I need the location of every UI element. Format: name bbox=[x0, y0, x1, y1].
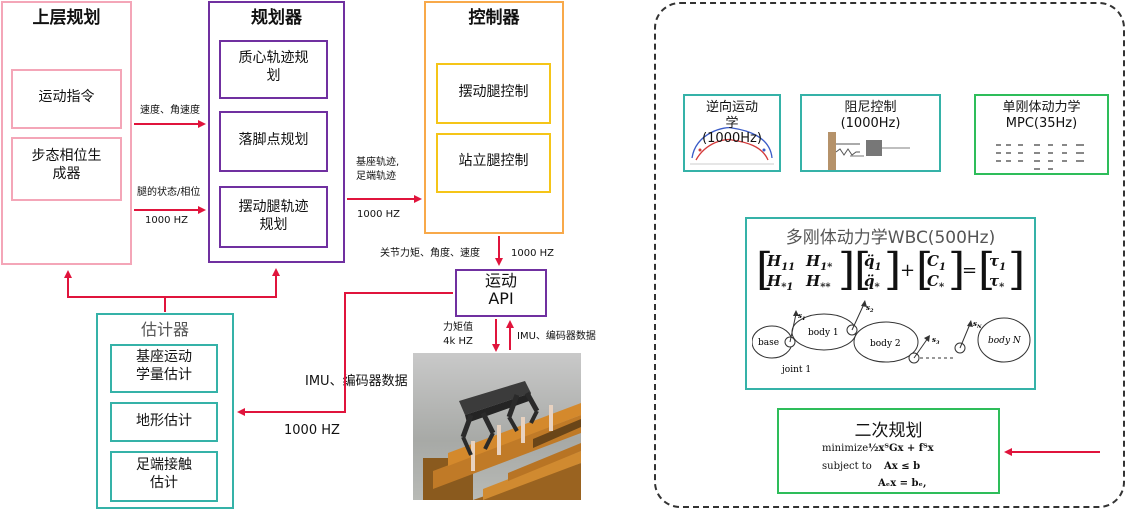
svg-text:s2: s2 bbox=[866, 303, 874, 314]
velocity-label: 速度、角速度 bbox=[140, 105, 200, 116]
base-trajectory-label: 基座轨迹, 足端轨迹 bbox=[356, 157, 400, 182]
freq-label-c: 1000 HZ bbox=[511, 248, 554, 259]
motion-command-box bbox=[11, 69, 122, 129]
com-trajectory-label: 质心轨迹规 划 bbox=[238, 50, 309, 84]
svg-text:s1: s1 bbox=[798, 311, 805, 322]
qp-constraint-ineq: Ax ≤ b bbox=[884, 461, 921, 472]
qp-formulation: minimize ½xᵀGx + fᵀx subject to Ax ≤ b A… bbox=[822, 441, 992, 493]
base-state-label: 基座运动 学量估计 bbox=[136, 349, 192, 383]
leg-state-label: 腿的状态/相位 bbox=[137, 187, 201, 198]
base-state-box bbox=[110, 344, 218, 393]
wbc-equation: [ H11 H1* H*1 H** ] [ q̈1 q̈* ] + [ C1 C… bbox=[756, 244, 1026, 295]
freq-label-a: 1000 HZ bbox=[145, 215, 188, 226]
joint-command-label: 关节力矩、角度、速度 bbox=[380, 248, 480, 259]
contact-box bbox=[110, 451, 218, 502]
chain-bodyN-label: body N bbox=[988, 336, 1022, 346]
multibody-chain-diagram: base body 1 body 2 body N joint 1 s1 s2 … bbox=[751, 300, 1032, 388]
estimator-title: 估计器 bbox=[140, 320, 189, 339]
wbc-title: 多刚体动力学WBC(500Hz) bbox=[785, 228, 996, 248]
foothold-box bbox=[219, 111, 328, 172]
stance-control-box bbox=[436, 133, 551, 193]
swing-trajectory-label: 摆动腿轨迹 规划 bbox=[238, 199, 309, 233]
qp-title: 二次规划 bbox=[854, 421, 923, 441]
controller-title: 控制器 bbox=[468, 8, 520, 28]
qp-constraint-eq: Aₑx = bₑ, bbox=[878, 478, 927, 489]
gait-generator-label: 步态相位生 成器 bbox=[31, 148, 102, 182]
com-trajectory-box bbox=[219, 40, 328, 99]
terrain-label: 地形估计 bbox=[136, 413, 192, 429]
freq-label-d: 1000 HZ bbox=[284, 423, 340, 438]
ik-plot-thumbnail bbox=[686, 120, 778, 170]
right-dashed-frame bbox=[654, 2, 1125, 508]
upper-planning-box bbox=[1, 1, 132, 265]
qp-objective: ½xᵀGx + fᵀx bbox=[868, 443, 934, 454]
impedance-control-label: 阻尼控制 (1000Hz) bbox=[840, 100, 901, 131]
motion-api-box bbox=[455, 269, 547, 317]
swing-control-box bbox=[436, 63, 551, 124]
chain-sN-label: s bbox=[973, 319, 977, 328]
inverse-kinematics-box bbox=[683, 94, 781, 172]
swing-trajectory-box bbox=[219, 186, 328, 248]
foothold-label: 落脚点规划 bbox=[238, 132, 309, 148]
chain-s2-label: s bbox=[866, 303, 870, 312]
mpc-label: 单刚体动力学 MPC(35Hz) bbox=[1002, 100, 1081, 131]
svg-text:sN: sN bbox=[973, 319, 982, 330]
planner-title: 规划器 bbox=[251, 8, 302, 28]
inverse-kinematics-label: 逆向运动 学 (1000Hz) bbox=[702, 100, 762, 147]
qp-box bbox=[777, 408, 1000, 494]
contact-label: 足端接触 估计 bbox=[136, 457, 192, 491]
imu-encoder-label: IMU、编码器数据 bbox=[305, 374, 408, 389]
chain-joint1-label: joint 1 bbox=[781, 365, 811, 375]
mpc-matrix-thumbnail bbox=[994, 140, 1094, 172]
freq-label-b: 1000 HZ bbox=[357, 209, 400, 220]
stance-control-label: 站立腿控制 bbox=[458, 153, 529, 169]
imu-encoder-small-label: IMU、编码器数据 bbox=[517, 331, 596, 342]
gait-generator-box bbox=[11, 137, 122, 201]
chain-body1-label: body 1 bbox=[808, 328, 839, 338]
svg-text:s3: s3 bbox=[932, 335, 940, 346]
terrain-box bbox=[110, 402, 218, 442]
impedance-control-box bbox=[800, 94, 941, 172]
chain-base-label: base bbox=[758, 338, 779, 348]
qp-minimize: minimize bbox=[822, 443, 869, 454]
chain-s3-label: s bbox=[932, 335, 936, 344]
upper-planning-title: 上层规划 bbox=[32, 8, 101, 28]
swing-control-label: 摆动腿控制 bbox=[458, 84, 529, 100]
impedance-diagram bbox=[820, 130, 920, 170]
torque-freq-label: 力矩值 4k HZ bbox=[443, 322, 473, 347]
chain-s1-label: s bbox=[798, 311, 802, 320]
chain-body2-label: body 2 bbox=[870, 339, 901, 349]
robot-simulation-image bbox=[413, 353, 581, 500]
wbc-box bbox=[745, 217, 1036, 390]
motion-command-label: 运动指令 bbox=[38, 89, 95, 105]
motion-api-label: 运动 API bbox=[484, 271, 517, 309]
qp-subject-to: subject to bbox=[822, 461, 872, 472]
